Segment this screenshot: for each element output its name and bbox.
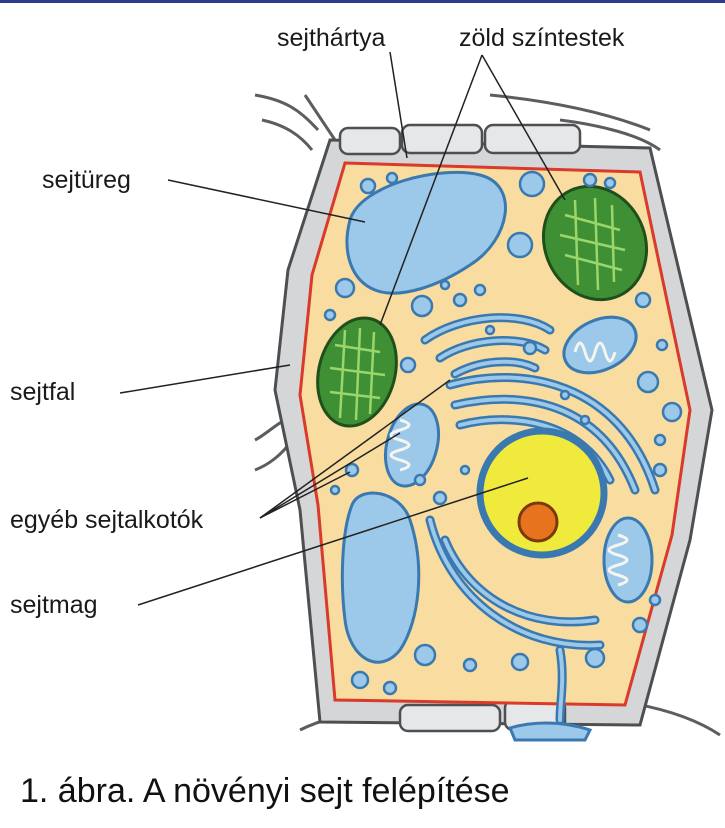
leader-wall (120, 365, 290, 393)
nucleolus (519, 503, 557, 541)
figure-caption: 1. ábra. A növényi sejt felépítése (20, 772, 510, 811)
label-other-organelles: egyéb sejtalkotók (10, 508, 203, 533)
label-cell-membrane: sejthártya (277, 26, 385, 51)
label-cell-wall: sejtfal (10, 380, 75, 405)
er-channel-bottom (510, 723, 590, 740)
mitochondrion-3 (604, 518, 652, 602)
label-chloroplasts: zöld színtestek (459, 26, 624, 51)
label-nucleus: sejtmag (10, 593, 98, 618)
label-vacuole: sejtüreg (42, 168, 131, 193)
vacuole-bottom (342, 493, 418, 662)
